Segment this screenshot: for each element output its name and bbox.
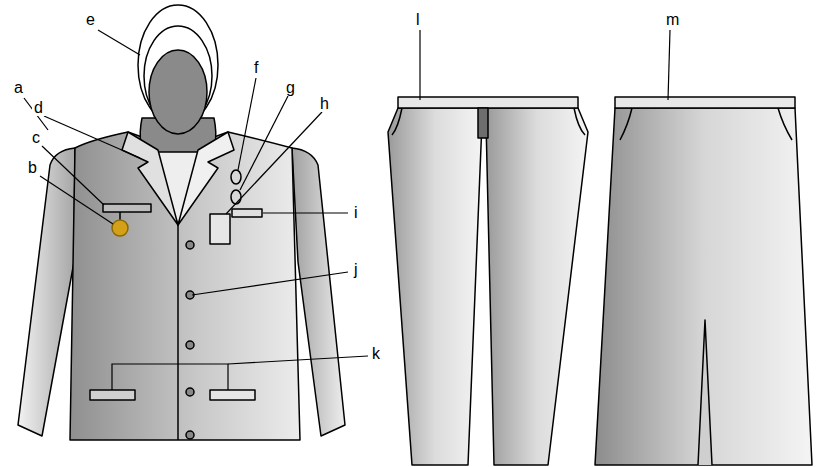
callout-letter: k (370, 346, 382, 362)
callout-letter: b (26, 160, 39, 176)
callout-letter: d (32, 100, 45, 116)
callout-letter: i (352, 205, 360, 221)
callout-letter: c (30, 130, 42, 146)
callout-letter: j (352, 262, 360, 278)
callout-letter: a (12, 80, 25, 96)
callout-letter: m (664, 12, 681, 28)
callout-letter: l (414, 12, 422, 28)
leader-lines (24, 30, 670, 390)
callout-letter: f (252, 60, 260, 76)
callout-letter: e (84, 12, 97, 28)
callout-letter: h (318, 96, 331, 112)
callout-letter: g (284, 80, 297, 96)
